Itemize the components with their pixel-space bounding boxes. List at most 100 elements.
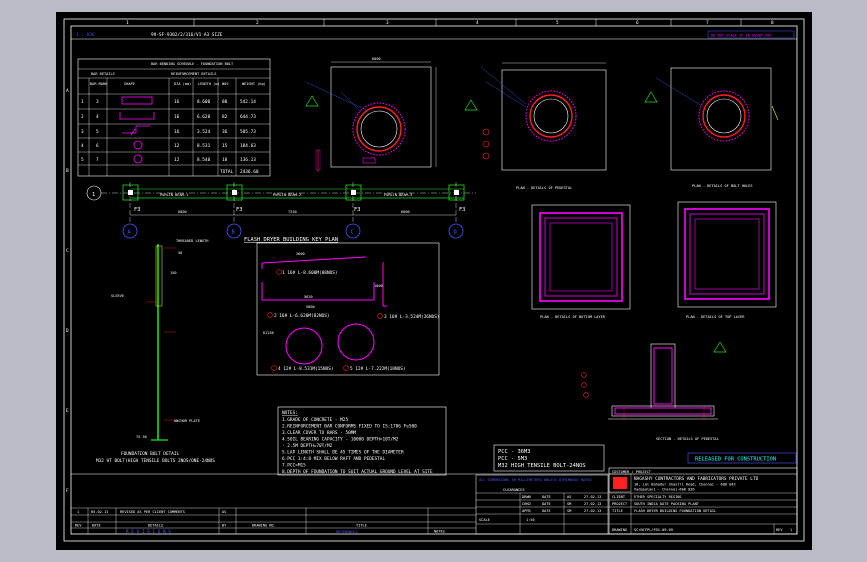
bbs-cell: 6.620 (197, 114, 211, 120)
approval-col: APPD (522, 509, 531, 513)
grid-col-label: A (128, 230, 132, 236)
bbs-cell: 3.524 (197, 129, 211, 135)
bbs-group-header: REINFORCEMENT DETAILS (171, 72, 216, 76)
note-line: 1.GRADE OF CONCRETE - M25 (282, 417, 348, 423)
bbs-cell: 18 (222, 157, 228, 163)
plan-dim: 6000 (372, 57, 381, 61)
company-address: Vadapalani - Chennai-600 026 (634, 488, 695, 492)
released-stamp: RELEASED FOR CONSTRUCTION (687, 452, 797, 464)
bar-dim: 5620 (304, 295, 313, 299)
grid-col-label: C (351, 230, 354, 236)
beam-label: PURLIN BEAM-1 (160, 193, 188, 197)
revision-cell: REVISED AS PER CLIENT COMMENTS (120, 510, 185, 514)
bbs-cell: 36 (222, 129, 228, 135)
approval-val: 27.02.13 (584, 502, 601, 506)
bar-shapes-panel: 2600 1 16# L-8.600M(80NOS) 5000 5620 2 1… (256, 242, 440, 376)
zone-letter: A (66, 88, 69, 94)
zone-number: 4 (476, 20, 479, 26)
bbs-cell: 1 (81, 99, 84, 105)
approval-col: DATE (542, 502, 551, 506)
bbs-cell: 542.14 (240, 99, 256, 105)
bbs-cell: 82 (222, 114, 228, 120)
bbs-cell: 8.531 (197, 143, 211, 149)
tb-value: ETHER SPECIALTY RESINS (634, 495, 682, 499)
bbs-cell: 12 (174, 143, 180, 149)
bbs-cell: 5 (96, 129, 99, 135)
bolt-label: SLEEVE (111, 294, 124, 298)
note-line: 3.CLEAR COVER TO BARS - 50MM (282, 430, 356, 436)
layer-plan-bottom: PLAN - DETAILS OF BOTTOM LAYER (531, 204, 631, 319)
clearances-label: CLEARANCES (503, 488, 525, 492)
footing-label: F3 (134, 207, 141, 213)
layer-plan-top: PLAN - DETAILS OF TOP LAYER (677, 201, 777, 319)
bbs-cell: 505.73 (240, 129, 256, 135)
drawing-canvas[interactable]: 1 2 3 4 5 6 7 8 A B C D E F 1 : A3G 99-S… (56, 12, 812, 550)
inner-border (70, 25, 798, 535)
revisions-title: R E V I S I O N S (126, 529, 171, 535)
bbs-cell: 16 (174, 114, 180, 120)
bbs-col-header: SHAPE (124, 82, 135, 86)
zone-number: 8 (771, 20, 774, 26)
notes-heading: NOTES: (282, 410, 298, 416)
bbs-total-label: TOTAL (220, 169, 234, 175)
tb-label: PROJECT (612, 502, 628, 506)
scale-value: 1:50 (526, 518, 535, 522)
approval-val: 27.02.13 (584, 495, 601, 499)
plan-caption: PLAN - DETAILS OF BOLT HOLES (692, 184, 753, 188)
company-address: 18, Lal Bahadur Shastri Road, Chennai - … (634, 483, 736, 487)
bar-dim: D1250 (263, 331, 274, 335)
bbs-cell: 644.73 (240, 114, 256, 120)
note-line: 7.PCC=M15 (282, 463, 306, 469)
zone-numbers-top: 1 2 3 4 5 6 7 8 (126, 20, 774, 26)
revision-cell: 1 (77, 510, 79, 514)
approval-val: AS (567, 495, 571, 499)
revision-cell: AS (222, 510, 226, 514)
bbs-cell: 16 (174, 99, 180, 105)
grid-col-label: B (232, 230, 235, 236)
approval-val: 27.02.13 (584, 509, 601, 513)
outer-border (63, 18, 805, 542)
general-notes: NOTES: 1.GRADE OF CONCRETE - M25 2.REINF… (277, 406, 447, 476)
foundation-bolt-detail: THREADED LENGTH 150 50 SLEEVE ANCHOR PLA… (96, 239, 215, 464)
bbs-cell: 4 (81, 143, 84, 149)
bbs-cell: 80 (222, 99, 228, 105)
bolt-dim: 75 50 (136, 435, 147, 439)
drawing-ref-note: 99-SF-9302/2/316/V1 A3 SIZE (151, 32, 223, 38)
pedestal-plan-2: PLAN - DETAILS OF PEDESTAL (464, 62, 607, 190)
zone-number: 7 (706, 20, 709, 26)
bbs-cell: 15 (222, 143, 228, 149)
approval-col: DRWN (522, 495, 531, 499)
bbs-cell: 12 (174, 157, 180, 163)
title-block: CUSTOMER / PROJECT NAGASHY CONTRACTORS A… (71, 467, 798, 535)
bbs-cell: 5 (81, 157, 84, 163)
note-line: 8.DEPTH OF FOUNDATION TO SUIT ACTUAL GRO… (282, 469, 433, 475)
bolt-spec-box: PCC - 36M3 PCC - 5M3 M32 HIGH TENSILE BO… (493, 444, 605, 472)
bbs-cell: 8.600 (197, 99, 211, 105)
bolt-spec-line: PCC - 36M3 (498, 449, 530, 455)
tb-label: DRAWING (612, 528, 627, 532)
tb-label: CLIENT (612, 495, 626, 499)
bolt-label: THREADED LENGTH (176, 239, 208, 243)
bar-label: 2 16# L-6.620M(82NOS) (274, 313, 330, 319)
bbs-cell: 3 (81, 129, 84, 135)
pedestal-plan-3: PLAN - DETAILS OF BOLT HOLES (644, 67, 779, 188)
bbs-cell: 136.13 (240, 157, 256, 163)
bbs-table: BAR BENDING SCHEDULE - FOUNDATION BOLT B… (77, 58, 271, 177)
bbs-group-header: BAR DETAILS (91, 72, 115, 76)
bar-dim: 5000 (306, 305, 315, 309)
bbs-col-header: NOS (222, 82, 229, 86)
bar-dim: 1000 (374, 284, 383, 288)
bolt-spec-line: PCC - 5M3 (498, 456, 527, 462)
rev-number: 1 (790, 528, 792, 532)
bbs-cell: 6 (96, 143, 99, 149)
key-plan: 1 PURLIN BEAM-1 PURLIN BEAM-2 PURLIN BEA… (86, 182, 476, 243)
cad-viewport[interactable]: 1 2 3 4 5 6 7 8 A B C D E F 1 : A3G 99-S… (56, 12, 812, 550)
section-caption: SECTION - DETAILS OF PEDESTAL (656, 437, 719, 441)
plan-caption: PLAN - DETAILS OF BOTTOM LAYER (540, 315, 606, 319)
approval-col: CHKD (522, 502, 531, 506)
revision-cell: 05.02.13 (91, 510, 108, 514)
revision-header: REV (75, 524, 82, 528)
zone-letters-side: A B C D E F (66, 88, 69, 494)
approval-val: SM (567, 509, 572, 513)
plan-caption: PLAN - DETAILS OF TOP LAYER (686, 315, 745, 319)
